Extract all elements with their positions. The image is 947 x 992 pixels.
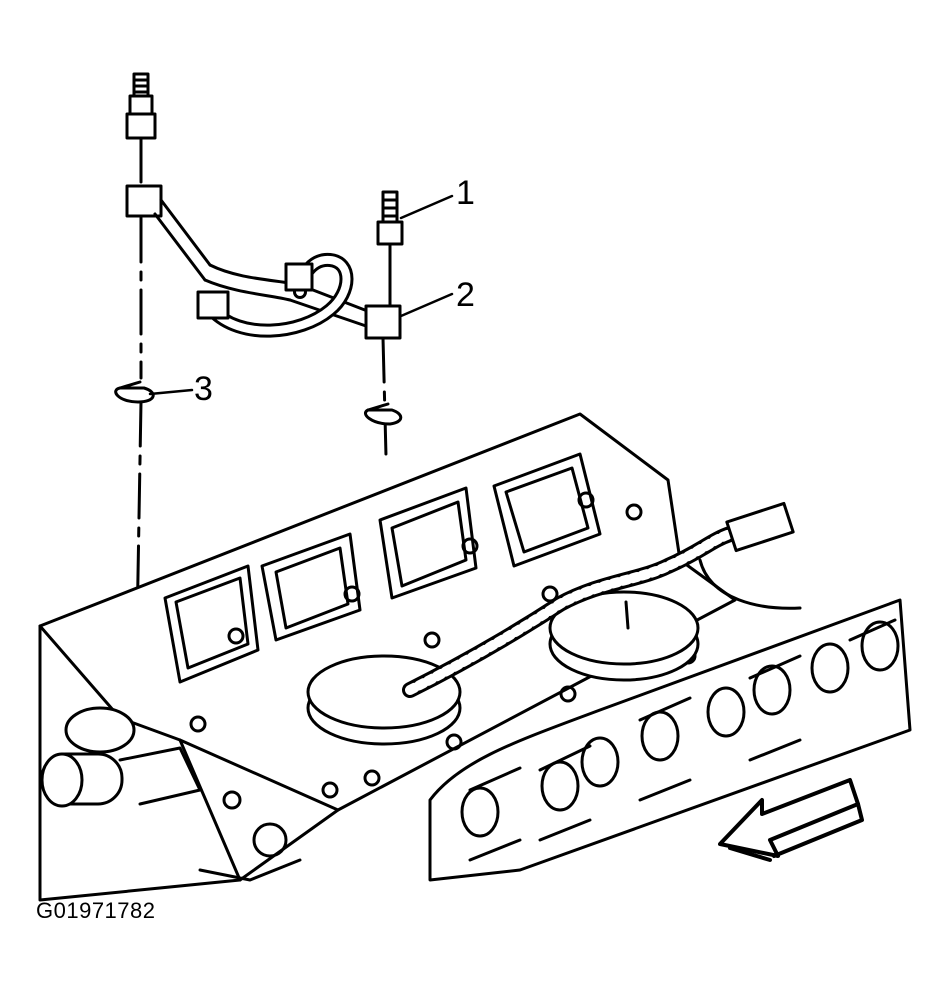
- callout-3-label: 3: [194, 370, 213, 408]
- engine-block-front: [38, 624, 340, 902]
- valley-cover: [38, 412, 737, 812]
- callout-leaders: [148, 194, 454, 396]
- rocker-arms: [460, 618, 900, 862]
- wire-harness: [402, 501, 802, 698]
- right-stud: [376, 190, 404, 308]
- left-nut: [114, 380, 155, 404]
- harness-bracket: [125, 184, 402, 340]
- figure-id: G01971782: [36, 898, 156, 923]
- callout-2-label: 2: [456, 276, 475, 314]
- cylinder-head: [428, 598, 912, 882]
- front-arrow-icon: [718, 778, 864, 862]
- left-stud: [125, 72, 157, 184]
- callout-1-label: 1: [456, 174, 475, 212]
- intake-ports: [163, 452, 602, 684]
- right-nut: [364, 402, 403, 426]
